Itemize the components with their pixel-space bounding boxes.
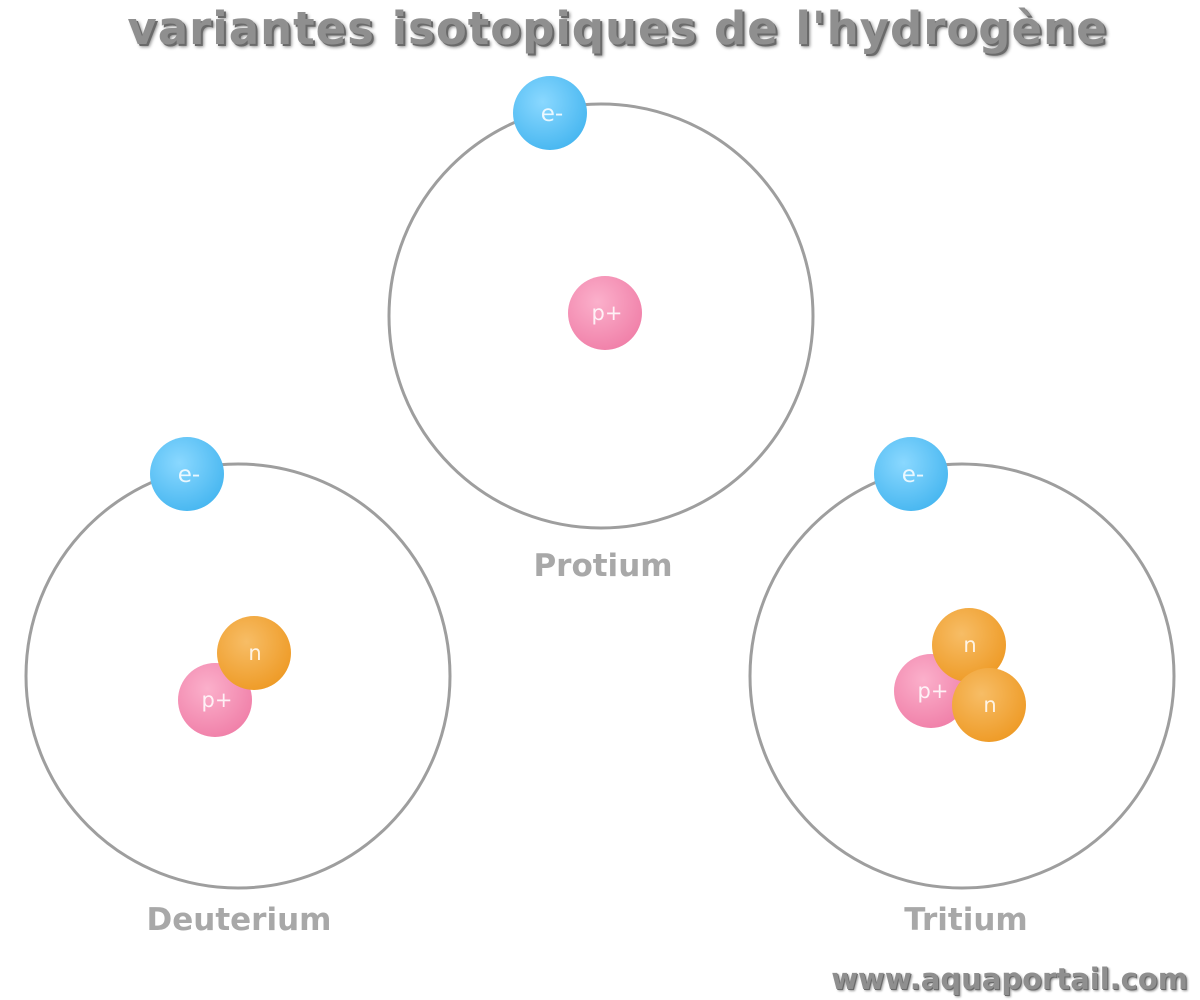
electron-label: e- [902,462,924,488]
protium-electron: e- [513,76,587,150]
protium-orbit [387,102,815,530]
tritium-atom: p+ n n e- [748,437,1176,890]
deuterium-orbit [24,462,452,890]
deuterium-neutron: n [217,616,291,690]
tritium-neutron-bottom: n [952,668,1026,742]
protium-atom: p+ e- [387,76,815,530]
tritium-label: Tritium [904,902,1028,938]
proton-label: p+ [918,679,949,703]
deuterium-electron: e- [150,437,224,511]
protium-label: Protium [533,548,673,584]
neutron-label: n [248,641,261,665]
neutron-label: n [963,633,976,657]
deuterium-atom: p+ n e- [24,437,452,890]
tritium-electron: e- [874,437,948,511]
diagram-title: variantes isotopiques de l'hydrogène [127,2,1108,55]
deuterium-label: Deuterium [146,902,332,938]
neutron-label: n [983,693,996,717]
electron-label: e- [541,101,563,127]
tritium-neutron-top: n [932,608,1006,682]
tritium-orbit [748,462,1176,890]
proton-label: p+ [592,301,623,325]
proton-label: p+ [202,688,233,712]
watermark: www.aquaportail.com [831,962,1188,996]
electron-label: e- [178,462,200,488]
protium-proton: p+ [568,276,642,350]
